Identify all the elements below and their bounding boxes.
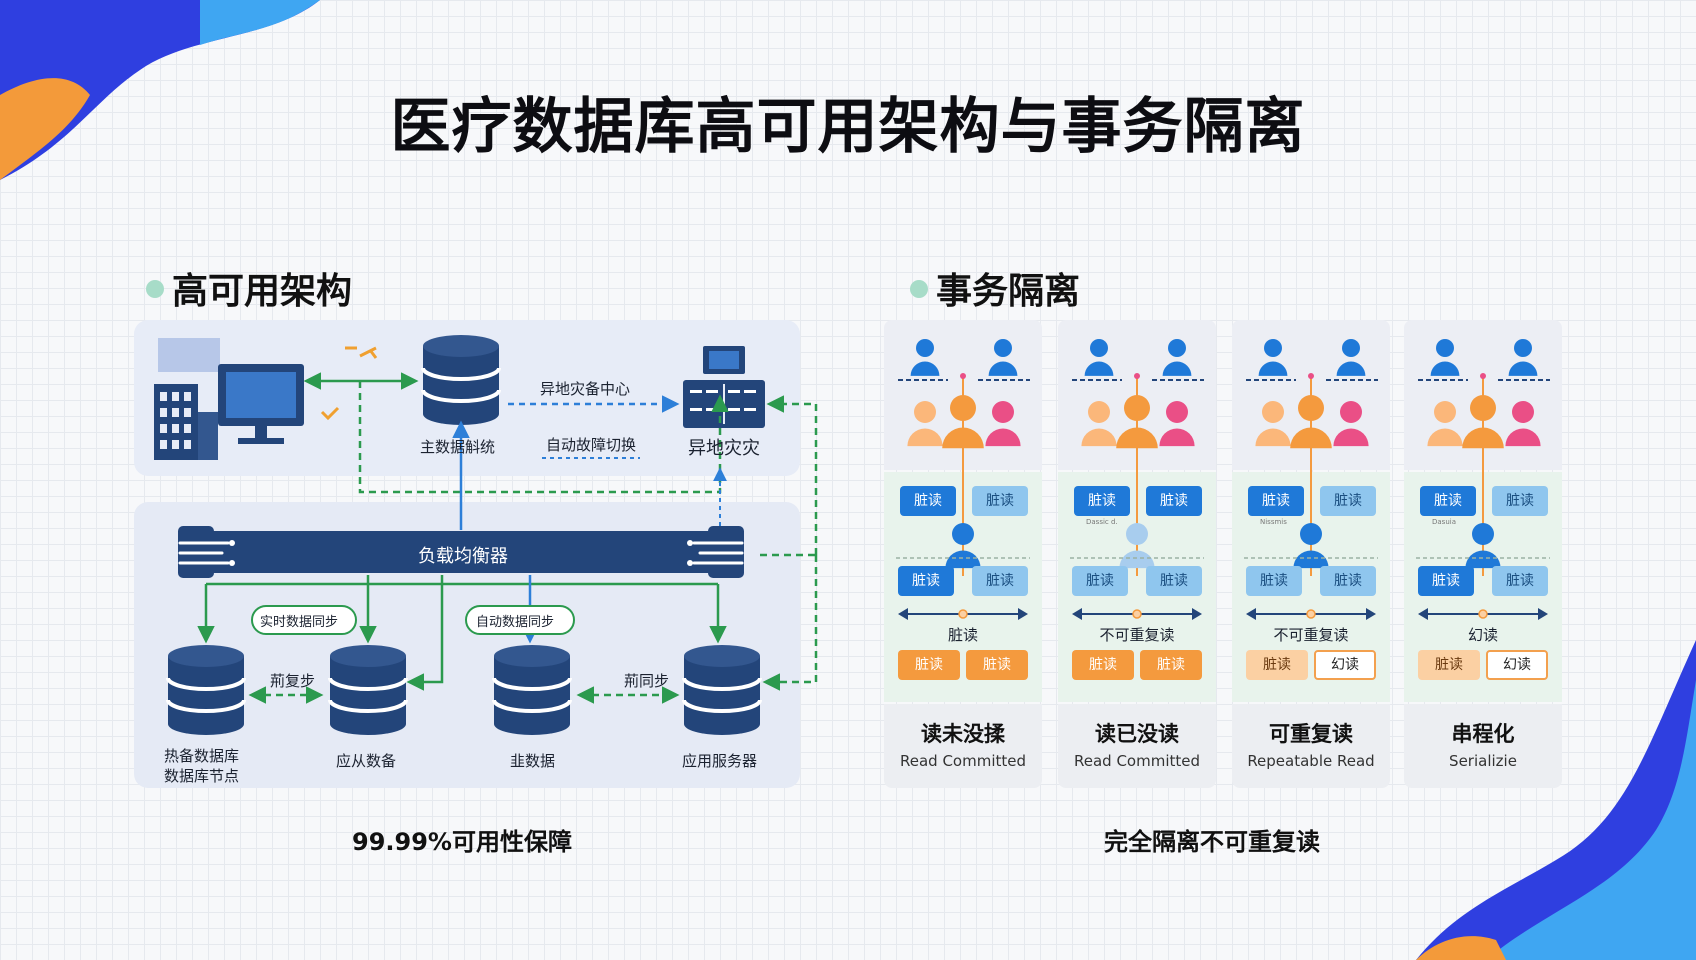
transaction-people-icons xyxy=(1070,339,1204,620)
isolation-caption: 完全隔离不可重复读 xyxy=(1104,828,1320,856)
read-chip: 脏读 xyxy=(1418,566,1474,596)
read-chip: 脏读 xyxy=(972,566,1028,596)
load-balancer-bar xyxy=(178,526,744,578)
client-building-icon xyxy=(154,338,220,460)
read-chip: 脏读 xyxy=(1320,486,1376,516)
primary-db-label: 主数据斛统 xyxy=(420,438,496,456)
isolation-level-english: Repeatable Read xyxy=(1247,752,1375,770)
primary-database-icon xyxy=(421,333,501,427)
db1-label-line1: 热备数据库 xyxy=(164,747,240,765)
anomaly-label: 幻读 xyxy=(1467,626,1498,644)
isolation-heading-text: 事务隔离 xyxy=(936,271,1081,312)
ha-caption: 99.99%可用性保障 xyxy=(352,828,572,856)
isolation-level-english: Read Committed xyxy=(1073,752,1200,770)
anomaly-label: 脏读 xyxy=(947,626,978,644)
isolation-level-card: 脏读 脏读 脏读 脏读 脏读 脏读 脏读 读未没揉 Read Committed xyxy=(884,320,1042,788)
read-chip: 脏读 xyxy=(898,650,960,680)
isolation-level-card: 脏读 脏读 Dassic d. 脏读 脏读 不可重复读 脏读 脏读 读已没读 R… xyxy=(1058,320,1216,788)
transaction-people-icons xyxy=(1244,339,1378,620)
bullet-dot-icon xyxy=(146,280,164,298)
isolation-level-name: 串程化 xyxy=(1451,722,1515,746)
realtime-sync-pill: 实时数据同步 xyxy=(260,615,339,630)
read-chip: 脏读 xyxy=(900,486,956,516)
read-chip: 脏读 xyxy=(1420,486,1476,516)
db3-label: 韭数据 xyxy=(510,752,556,770)
ha-heading-text: 高可用架构 xyxy=(172,271,353,312)
transaction-people-icons xyxy=(896,339,1030,620)
isolation-level-card: 脏读 脏读 Nissmis 脏读 脏读 不可重复读 脏读 幻读 可重复读 Rep… xyxy=(1232,320,1390,788)
anomaly-label: 不可重复读 xyxy=(1099,626,1175,644)
isolation-level-english: Read Committed xyxy=(899,752,1026,770)
read-chip: 脏读 xyxy=(1492,486,1548,516)
check-icon xyxy=(320,406,340,421)
corner-wave-bottom-right xyxy=(1416,640,1696,960)
read-chip: 幻读 xyxy=(1314,650,1376,680)
read-chip: 脏读 xyxy=(1246,566,1302,596)
isolation-level-name: 读已没读 xyxy=(1095,722,1179,746)
read-chip: 脏读 xyxy=(1072,566,1128,596)
dr-server-icon xyxy=(683,346,765,428)
read-chip: 脏读 xyxy=(1248,486,1304,516)
read-chip: 脏读 xyxy=(1140,650,1202,680)
db4-label: 应用服务器 xyxy=(682,752,758,770)
isolation-level-footer: 串程化 Serializie xyxy=(1404,704,1562,788)
bullet-dot-icon xyxy=(910,280,928,298)
read-chip: 脏读 xyxy=(898,566,954,596)
isolation-level-name: 读未没揉 xyxy=(921,722,1005,746)
load-balancer-label: 负载均衡器 xyxy=(418,546,508,567)
db1-label-line2: 数据库节点 xyxy=(164,767,240,785)
read-chip: 脏读 xyxy=(1418,650,1480,680)
sync-right-label: 荊同步 xyxy=(624,672,670,690)
isolation-level-footer: 读已没读 Read Committed xyxy=(1058,704,1216,788)
anomaly-label: 不可重复读 xyxy=(1273,626,1349,644)
data-database-icon xyxy=(492,643,572,737)
corner-wave-top-left xyxy=(0,0,320,180)
read-chip: 脏读 xyxy=(972,486,1028,516)
read-chip: 脏读 xyxy=(966,650,1028,680)
auto-failover-label: 自动故障切换 xyxy=(546,436,637,454)
read-chip: 脏读 xyxy=(1246,650,1308,680)
sync-left-label: 荊复步 xyxy=(270,672,316,690)
read-chip: 脏读 xyxy=(1492,566,1548,596)
db2-label: 应从数备 xyxy=(336,752,397,770)
read-chip: 脏读 xyxy=(1146,566,1202,596)
read-chip: 脏读 xyxy=(1074,486,1130,516)
read-chip: 脏读 xyxy=(1320,566,1376,596)
note-text: Nissmis xyxy=(1260,518,1287,526)
ha-section-heading: 高可用架构 xyxy=(146,262,352,314)
auto-sync-pill: 自动数据同步 xyxy=(476,615,555,630)
hot-standby-database-icon xyxy=(166,643,246,737)
isolation-level-footer: 读未没揉 Read Committed xyxy=(884,704,1042,788)
dr-site-label: 异地灾灾 xyxy=(688,438,760,459)
monitor-icon xyxy=(218,364,304,444)
note-text: Dasuia xyxy=(1432,518,1456,526)
isolation-section-heading: 事务隔离 xyxy=(910,262,1080,314)
isolation-level-name: 可重复读 xyxy=(1269,722,1353,746)
read-chip: 幻读 xyxy=(1486,650,1548,680)
isolation-level-card: 脏读 脏读 Dasuia 脏读 脏读 幻读 脏读 幻读 串程化 Serializ… xyxy=(1404,320,1562,788)
transaction-people-icons xyxy=(1416,339,1550,620)
read-chip: 脏读 xyxy=(1072,650,1134,680)
app-server-database-icon xyxy=(682,643,762,737)
read-chip: 脏读 xyxy=(1146,486,1202,516)
replica-database-icon xyxy=(328,643,408,737)
note-text: Dassic d. xyxy=(1086,518,1118,526)
isolation-level-english: Serializie xyxy=(1449,752,1517,770)
page-title: 医疗数据库高可用架构与事务隔离 xyxy=(390,92,1306,162)
dr-center-label: 异地灾备中心 xyxy=(540,380,631,398)
isolation-level-footer: 可重复读 Repeatable Read xyxy=(1232,704,1390,788)
spark-icon xyxy=(345,346,378,359)
